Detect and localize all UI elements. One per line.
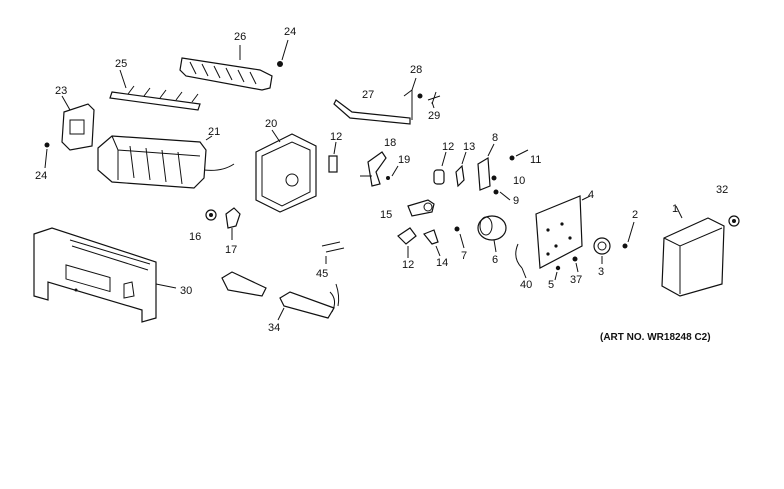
label-23: 23 [55, 85, 67, 97]
label-45: 45 [316, 268, 328, 280]
part-8-clip [477, 143, 495, 191]
label-7: 7 [461, 250, 467, 262]
label-26: 26 [234, 31, 246, 43]
label-34: 34 [268, 322, 280, 334]
label-25: 25 [115, 58, 127, 70]
part-15-thermostat [407, 199, 435, 217]
part-20-housing [255, 129, 317, 213]
label-4: 4 [588, 189, 594, 201]
label-29: 29 [428, 110, 440, 122]
part-12-switch-a [328, 141, 338, 173]
label-24-left: 24 [35, 170, 47, 182]
label-2: 2 [632, 209, 638, 221]
label-18: 18 [384, 137, 396, 149]
label-5: 5 [548, 279, 554, 291]
label-28: 28 [410, 64, 422, 76]
label-3: 3 [598, 266, 604, 278]
label-15: 15 [380, 209, 392, 221]
parts-5-37-screws [554, 256, 579, 281]
part-12-switch-b [433, 151, 447, 185]
part-3-gear [593, 237, 611, 264]
label-27: 27 [362, 89, 374, 101]
part-6-motor [477, 215, 507, 253]
part-25-ejector [109, 69, 201, 111]
label-6: 6 [492, 254, 498, 266]
art-number: (ART NO. WR18248 C2) [600, 332, 711, 343]
label-32: 32 [716, 184, 728, 196]
label-40: 40 [520, 279, 532, 291]
part-32-knob [728, 215, 740, 227]
label-37: 37 [570, 274, 582, 286]
part-24-screw-left [44, 142, 50, 169]
label-30: 30 [180, 285, 192, 297]
part-4-mounting-plate [535, 195, 591, 269]
label-12-mid: 12 [442, 141, 454, 153]
label-1: 1 [672, 203, 678, 215]
label-12-low: 12 [402, 259, 414, 271]
label-10: 10 [513, 175, 525, 187]
part-17-gear [225, 207, 241, 240]
callout-labels: 26 24 25 23 24 21 20 27 28 29 12 18 19 1… [35, 26, 728, 343]
label-14: 14 [436, 257, 448, 269]
part-27-lever-arm [333, 77, 441, 125]
part-24-screw-top [277, 39, 289, 67]
label-12-top: 12 [330, 131, 342, 143]
label-11: 11 [530, 154, 541, 166]
label-13: 13 [463, 141, 475, 153]
parts-9-10-11-screws [491, 149, 529, 201]
label-16: 16 [189, 231, 201, 243]
part-2-screw [622, 221, 635, 249]
label-19: 19 [398, 154, 410, 166]
part-34-fill-tube [221, 271, 340, 321]
label-21: 21 [208, 126, 220, 138]
part-30-support-bracket [33, 227, 177, 323]
part-21-ice-mold [97, 135, 235, 189]
label-8: 8 [492, 132, 498, 144]
label-9: 9 [513, 195, 519, 207]
label-24-top: 24 [284, 26, 296, 38]
part-18-arm [360, 151, 399, 187]
part-13-spring [455, 151, 467, 188]
part-12-switch-c [397, 227, 417, 258]
part-7-screw [454, 226, 465, 249]
part-45-wire-harness [321, 241, 345, 264]
part-1-cover [661, 205, 725, 297]
label-17: 17 [225, 244, 237, 256]
part-23-bracket [61, 95, 95, 151]
part-40-wire [515, 243, 527, 279]
label-20: 20 [265, 118, 277, 130]
part-26-stripper [179, 45, 273, 91]
part-16-nut [205, 209, 217, 221]
part-14-connector [423, 229, 441, 257]
